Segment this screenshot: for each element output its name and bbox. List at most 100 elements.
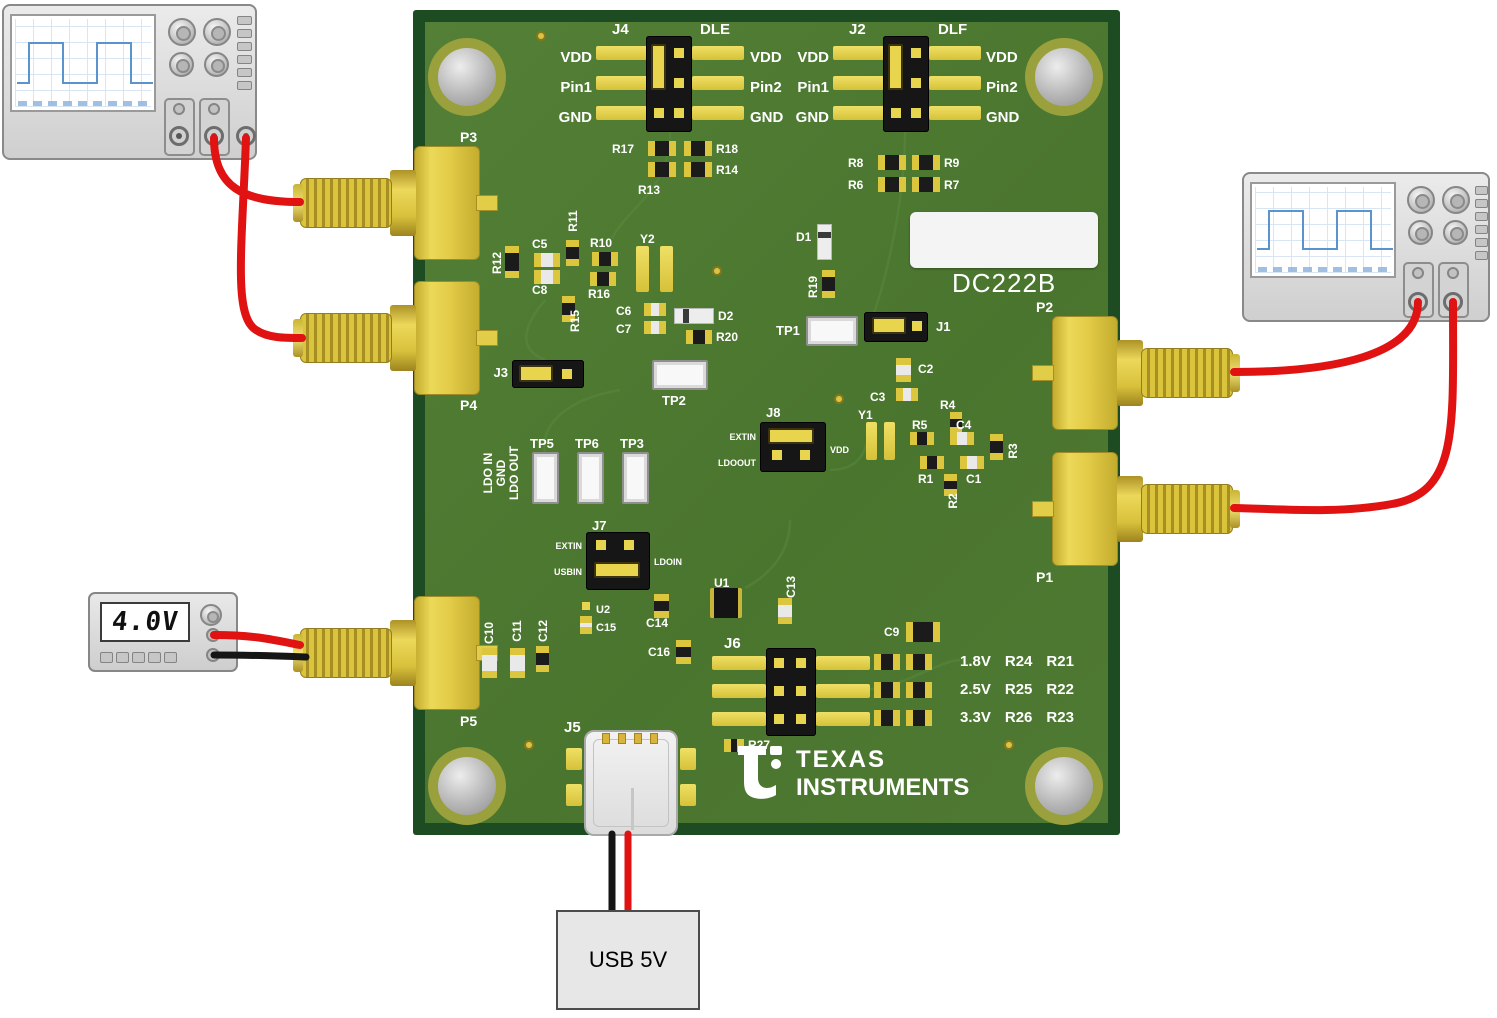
sma-p3-flange [414,146,480,260]
testpoint-tp5 [532,452,559,504]
sma-p3-pin [476,195,498,211]
label-c11: C11 [510,620,524,642]
header-pad [712,684,766,698]
component-r6 [878,177,906,192]
usb-gold-pin [650,733,658,744]
label-j8: J8 [766,405,781,420]
ti-logo-instruments: INSTRUMENTS [796,774,970,801]
label-d1: D1 [796,230,812,244]
label-r3: R3 [1006,443,1020,459]
multimeter-terminal [206,628,220,642]
jumper-cap [651,44,666,90]
sma-p2-nut [1117,340,1143,406]
component-r22 [906,682,932,698]
component-y2-pad [660,246,673,292]
scope-grid [15,19,151,107]
header-pin [891,108,901,118]
header-pin [774,714,784,724]
ti-logo-icon [736,740,784,807]
bnc-connector [1443,292,1463,312]
label-r12: R12 [490,252,504,275]
component-c14 [654,594,669,618]
sma-p3-nut [390,170,416,236]
component-u1 [710,588,742,618]
label-c10: C10 [482,622,496,645]
jumper-cap [888,44,903,90]
usb-shield-pad [680,748,696,770]
label-j4-vdd-left: VDD [560,49,592,66]
scope-knob [1408,220,1433,245]
scope-readout [1258,267,1388,272]
label-j2: J2 [849,21,866,38]
component-r24 [874,654,900,670]
component-r2 [944,474,957,496]
sma-p5-tip [293,634,303,672]
component-y2-pad [636,246,649,292]
label-c12: C12 [536,620,550,643]
label-r4: R4 [940,398,956,412]
bnc-connector [204,126,224,146]
component-c1 [960,456,984,469]
label-j2-pin1: Pin1 [797,79,829,96]
scope-knob [168,18,196,46]
sma-p1-barrel [1141,484,1233,534]
header-pin [796,714,806,724]
scope-button [1475,212,1488,221]
label-c16: C16 [648,645,671,659]
scope-button [1475,199,1488,208]
label-j5: J5 [564,719,581,736]
label-p4: P4 [460,397,478,413]
component-c16 [676,640,691,664]
header-pin [911,108,921,118]
component-r7 [912,177,940,192]
header-pin [911,48,921,58]
header-pin [912,321,922,331]
sma-p4-flange [414,281,480,395]
scope-button [237,29,252,38]
header-pad [929,46,981,60]
component-c3 [896,388,918,401]
multimeter-button [132,652,145,663]
label-d2: D2 [718,309,734,323]
scope-button [237,68,252,77]
component-c8 [534,270,560,284]
sma-p5-nut [390,620,416,686]
label-j2-gnd-right: GND [986,109,1020,126]
header-pad [692,76,744,90]
usb-gold-pin [618,733,626,744]
scope-button [237,55,252,64]
scope-button [1475,251,1488,260]
scope-knob [204,52,229,77]
header-pad [833,46,885,60]
header-pad [833,76,885,90]
jumper-cap [768,428,814,444]
component-r13 [648,162,676,177]
component-c10 [482,648,497,678]
usb-shield-pad [566,784,582,806]
multimeter-display: 4.0V [100,602,190,642]
label-j8-extin: EXTIN [729,432,756,442]
via-dot [712,266,722,276]
label-3v3: 3.3V [960,709,991,726]
label-2v5: 2.5V [960,681,991,698]
usb-gold-pin [634,733,642,744]
component-c15 [580,616,592,634]
label-j2-vdd-left: VDD [797,49,829,66]
label-y1: Y1 [858,408,873,422]
oscilloscope-right-screen [1250,182,1396,278]
usb-connector-j5 [584,730,678,836]
label-j2-vdd-right: VDD [986,49,1018,66]
label-j7-usbin: USBIN [553,567,582,577]
label-j7-extin: EXTIN [555,541,582,551]
label-p3: P3 [460,129,478,145]
label-r8: R8 [848,156,864,170]
sma-p4-nut [390,305,416,371]
header-pin [562,369,572,379]
component-r18 [684,141,712,156]
sma-p5-flange [414,596,480,710]
label-r15: R15 [568,310,582,333]
component-r23 [906,710,932,726]
component-r19 [822,270,835,298]
sma-p5-barrel [300,628,392,678]
